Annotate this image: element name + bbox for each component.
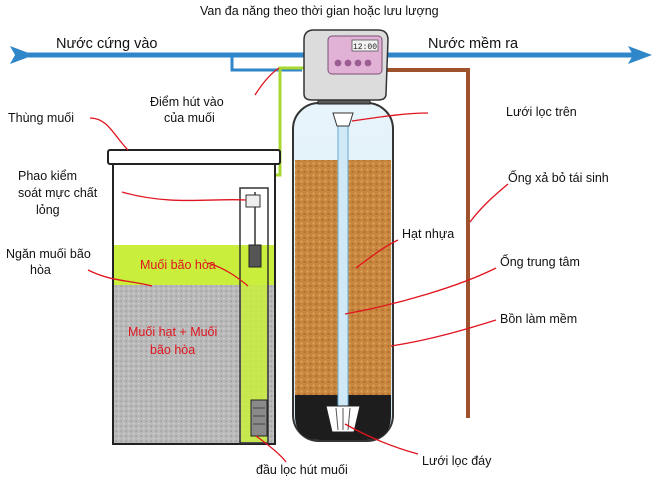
pointer-brine-chamber [87, 269, 153, 287]
upper-distributor [332, 112, 354, 127]
label-resin: Hạt nhựa [402, 227, 454, 241]
pointer-brine-intake [254, 67, 280, 96]
label-brine-chamber-1: Ngăn muối bão [6, 247, 91, 261]
drain-pipe [383, 68, 470, 418]
salt-tank-lid [107, 149, 281, 165]
label-softener-tank: Bồn làm mềm [500, 312, 577, 326]
label-valve: Van đa năng theo thời gian hoặc lưu lượn… [200, 4, 439, 18]
label-granular-salt-2: bão hòa [150, 343, 195, 357]
pointer-resin [355, 239, 399, 269]
pointer-upper-screen [351, 112, 429, 122]
brine-pickup-filter [250, 399, 268, 437]
float-ball [248, 244, 262, 268]
float-valve [245, 194, 261, 208]
pointer-brine-filter [255, 435, 287, 463]
label-bottom-screen: Lưới lọc đáy [422, 454, 492, 468]
inlet-arrow [10, 46, 34, 64]
pointer-central-tube [344, 267, 497, 315]
label-brine-intake-1: Điểm hút vào [150, 95, 224, 109]
valve-display [351, 39, 379, 52]
center-tube [337, 117, 349, 411]
label-brine-filter: đầu lọc hút muối [256, 463, 348, 477]
pointer-saturated-brine [207, 262, 249, 287]
label-brine-intake-2: của muối [164, 111, 215, 125]
valve-button-4 [364, 59, 372, 67]
label-brine-chamber-2: hòa [30, 263, 51, 277]
label-float-1: Phao kiểm [18, 169, 77, 183]
pointer-bottom-screen [344, 423, 419, 455]
brine-well [239, 187, 269, 444]
pointer-float [121, 191, 247, 202]
label-float-2: soát mực chất [18, 186, 98, 200]
label-saturated-brine: Muối bão hòa [140, 258, 216, 272]
pointer-drain-pipe [469, 183, 509, 223]
label-salt-tank: Thùng muối [8, 111, 74, 125]
valve-button-2 [344, 59, 352, 67]
outlet-arrow [628, 46, 652, 64]
label-upper-screen: Lưới lọc trên [506, 105, 577, 119]
valve-button-1 [334, 59, 342, 67]
pointer-softener-tank [390, 319, 497, 347]
label-granular-salt-1: Muối hạt + Muối [128, 325, 217, 339]
label-soft-water-out: Nước mềm ra [428, 36, 519, 52]
label-hard-water-in: Nước cứng vào [56, 36, 157, 52]
label-drain-pipe: Ống xả bỏ tái sinh [508, 170, 609, 185]
pointer-salt-tank [89, 117, 129, 151]
valve-button-3 [354, 59, 362, 67]
label-central-tube: Ống trung tâm [500, 254, 580, 269]
valve-display-text: 12:00 [353, 43, 377, 52]
label-float-3: lỏng [36, 203, 60, 217]
